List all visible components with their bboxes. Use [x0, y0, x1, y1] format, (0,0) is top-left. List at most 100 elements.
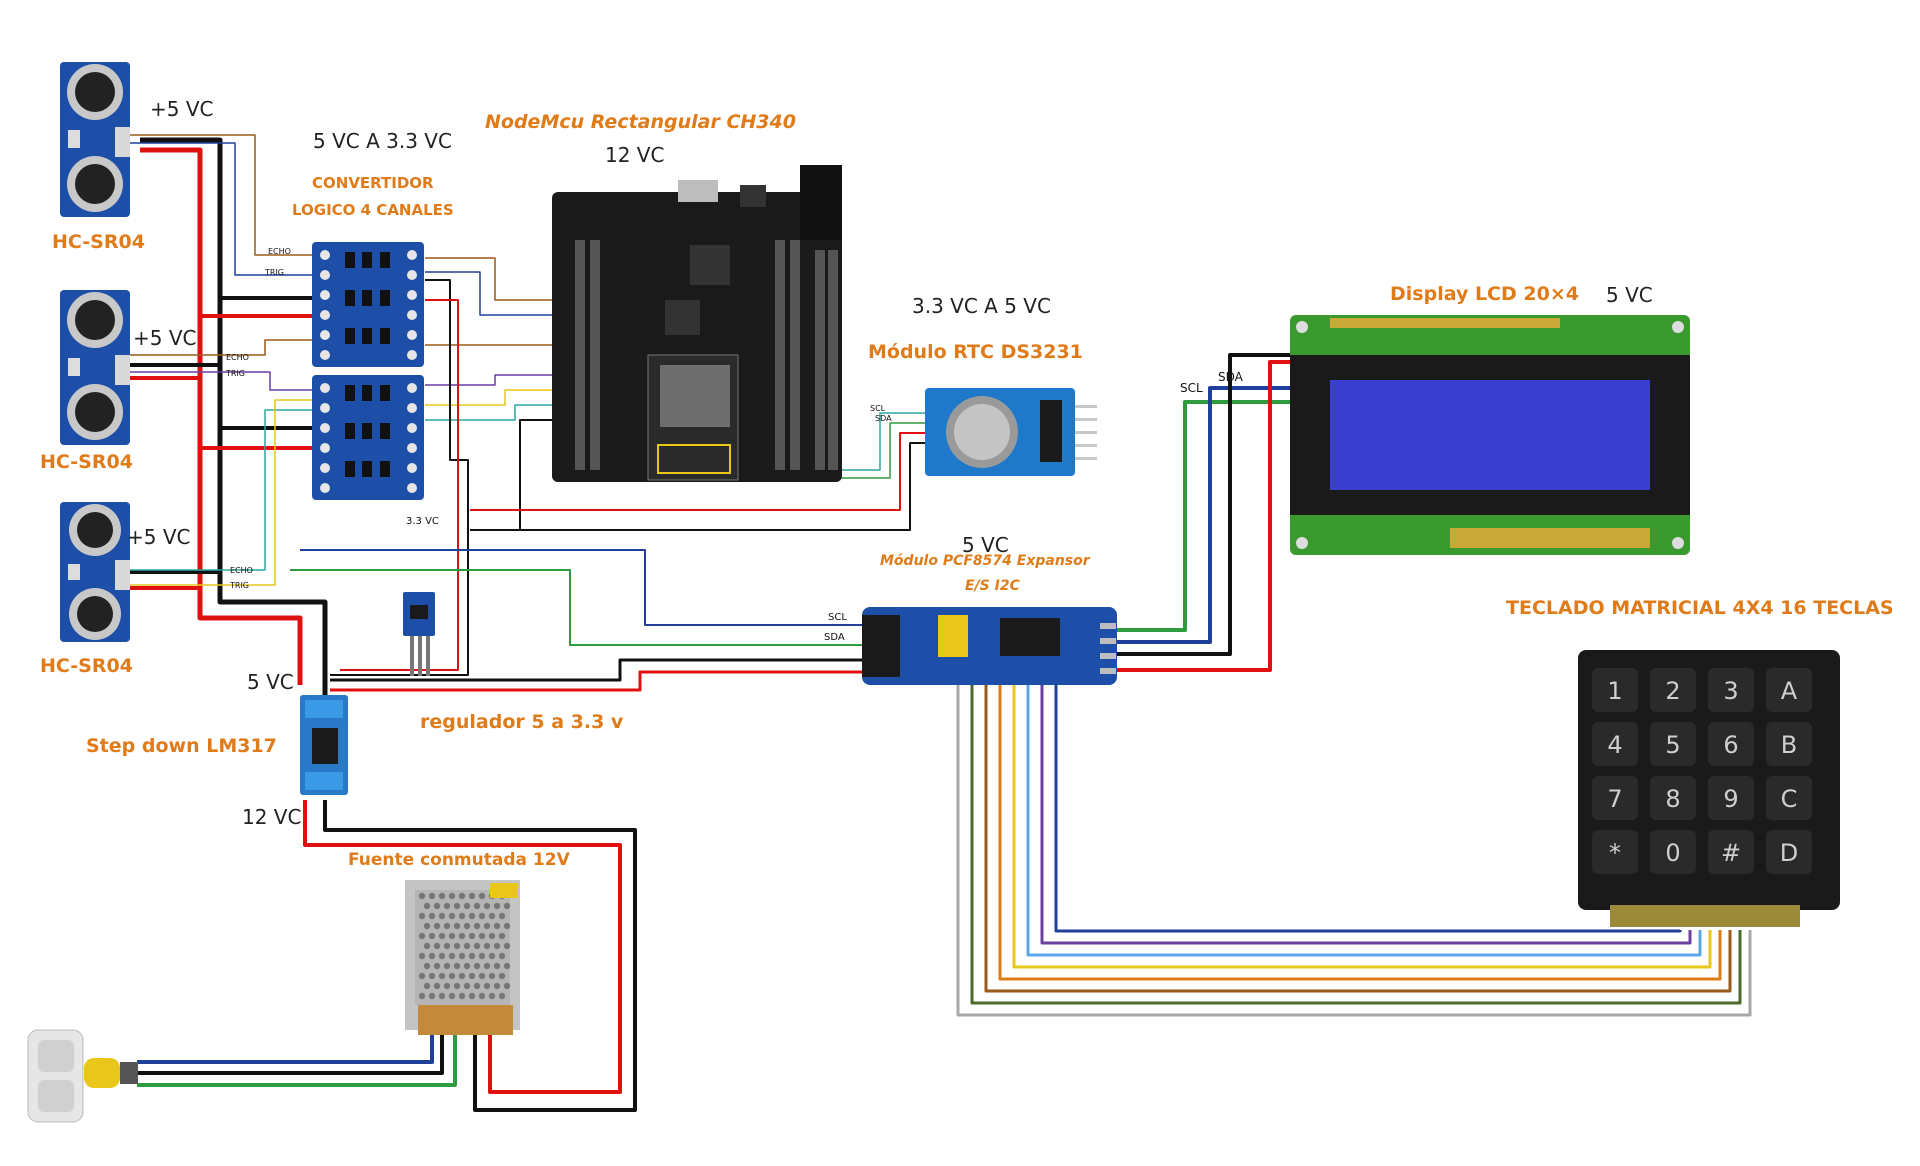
psu-vent-hole	[448, 992, 456, 1000]
psu-vent-hole	[438, 932, 446, 940]
sensor-1-trig: TRIG	[265, 268, 285, 277]
psu-vent-hole	[458, 972, 466, 980]
wire-5v-main	[140, 147, 303, 685]
psu-vent-hole	[473, 922, 481, 930]
psu-vent-hole	[503, 902, 511, 910]
keypad-key	[1650, 668, 1696, 712]
rtc-scl: SCL	[870, 404, 886, 413]
sensor-2	[60, 290, 130, 445]
psu-vent-hole	[483, 962, 491, 970]
psu-vent-hole	[423, 922, 431, 930]
psu-vent-hole	[418, 952, 426, 960]
psu-vent-hole	[428, 892, 436, 900]
keypad-key-label: #	[1721, 839, 1741, 867]
wire-ac-blue	[137, 1035, 434, 1064]
keypad-key-label: 8	[1665, 785, 1680, 813]
wire-gnd-main	[140, 137, 328, 700]
wire-lcd-green	[1110, 400, 1290, 632]
psu-vent-hole	[433, 942, 441, 950]
lcd-voltage: 5 VC	[1606, 283, 1653, 307]
wire-kp-dgreen	[970, 680, 1742, 1005]
keypad-key	[1592, 830, 1638, 874]
rtc-module	[925, 388, 1097, 476]
keypad-key-label: 6	[1723, 731, 1738, 759]
psu-vent-hole	[458, 992, 466, 1000]
psu-vent-hole	[498, 952, 506, 960]
psu-vent-hole	[453, 922, 461, 930]
wire-kp-yellow	[1012, 680, 1712, 969]
wire-echo-s2	[130, 339, 318, 356]
psu-vent-hole	[433, 922, 441, 930]
wire-rtc-red	[470, 432, 925, 511]
stepdown-out: 5 VC	[247, 670, 294, 694]
wire-red-node	[340, 299, 459, 671]
wire-conv-node-5	[425, 389, 555, 406]
psu-vent-hole	[478, 972, 486, 980]
keypad-key-label: 9	[1723, 785, 1738, 813]
psu-vent-hole	[458, 912, 466, 920]
nodemcu-voltage: 12 VC	[605, 143, 665, 167]
sensor-1-echo: ECHO	[268, 247, 291, 256]
pcf-title-1: Módulo PCF8574 Expansor	[880, 553, 1090, 569]
psu-vent-hole	[478, 992, 486, 1000]
converter-title-2: LOGICO 4 CANALES	[292, 201, 454, 219]
pcf-scl: SCL	[828, 612, 847, 623]
psu-vent-hole	[483, 942, 491, 950]
psu-vent-hole	[443, 962, 451, 970]
sensor-2-trig: TRIG	[226, 369, 246, 378]
psu-vent-hole	[493, 902, 501, 910]
sensor-1	[60, 62, 130, 217]
psu-vent-hole	[433, 982, 441, 990]
psu-vent-hole	[428, 912, 436, 920]
psu-vent-hole	[453, 962, 461, 970]
wire-conv-node-2	[425, 271, 555, 316]
psu-vent-hole	[438, 952, 446, 960]
psu-vent-hole	[493, 922, 501, 930]
sensor-2-name: HC-SR04	[40, 451, 133, 473]
psu-vent-hole	[443, 902, 451, 910]
psu-vent-hole	[503, 922, 511, 930]
keypad-key	[1766, 722, 1812, 766]
keypad-key-label: D	[1780, 839, 1798, 867]
psu-vent-hole	[478, 932, 486, 940]
wire-pcf-sda	[290, 569, 865, 646]
psu-vent-hole	[498, 972, 506, 980]
keypad-key-label: 4	[1607, 731, 1622, 759]
wire-conv-node-1	[425, 257, 555, 301]
psu-vent-hole	[468, 972, 476, 980]
psu-vent-hole	[468, 952, 476, 960]
sensor-3-supply: +5 VC	[127, 525, 191, 549]
psu-vent-hole	[473, 902, 481, 910]
psu-vent-hole	[453, 942, 461, 950]
wire-rtc-black	[840, 442, 925, 531]
sensor-2-echo: ECHO	[226, 353, 249, 362]
keypad-key	[1650, 830, 1696, 874]
psu-vent-hole	[448, 892, 456, 900]
wire-kp-brown	[984, 680, 1732, 993]
keypad-key	[1708, 668, 1754, 712]
psu-vent-hole	[493, 982, 501, 990]
wall-outlet	[27, 1029, 138, 1123]
lcd-bus-sda: SDA	[1218, 370, 1243, 384]
psu-vent-hole	[448, 932, 456, 940]
psu-vent-hole	[453, 982, 461, 990]
psu-vent-hole	[493, 942, 501, 950]
keypad-key	[1766, 776, 1812, 820]
wire-kp-lblue	[1026, 680, 1702, 957]
psu-vent-hole	[483, 982, 491, 990]
keypad-key-label: B	[1781, 731, 1797, 759]
wire-kp-navy	[1054, 680, 1682, 933]
psu-vent-hole	[463, 902, 471, 910]
psu-vent-hole	[468, 992, 476, 1000]
psu-vent-hole	[423, 962, 431, 970]
sensor-3-echo: ECHO	[230, 566, 253, 575]
keypad-key-label: 2	[1665, 677, 1680, 705]
psu-vent-hole	[423, 902, 431, 910]
psu-vent-hole	[418, 932, 426, 940]
wire-pcf-scl	[300, 549, 865, 626]
lcd-title: Display LCD 20×4	[1390, 283, 1579, 305]
wire-conv-node-4	[425, 374, 555, 386]
stepdown-in: 12 VC	[242, 805, 302, 829]
